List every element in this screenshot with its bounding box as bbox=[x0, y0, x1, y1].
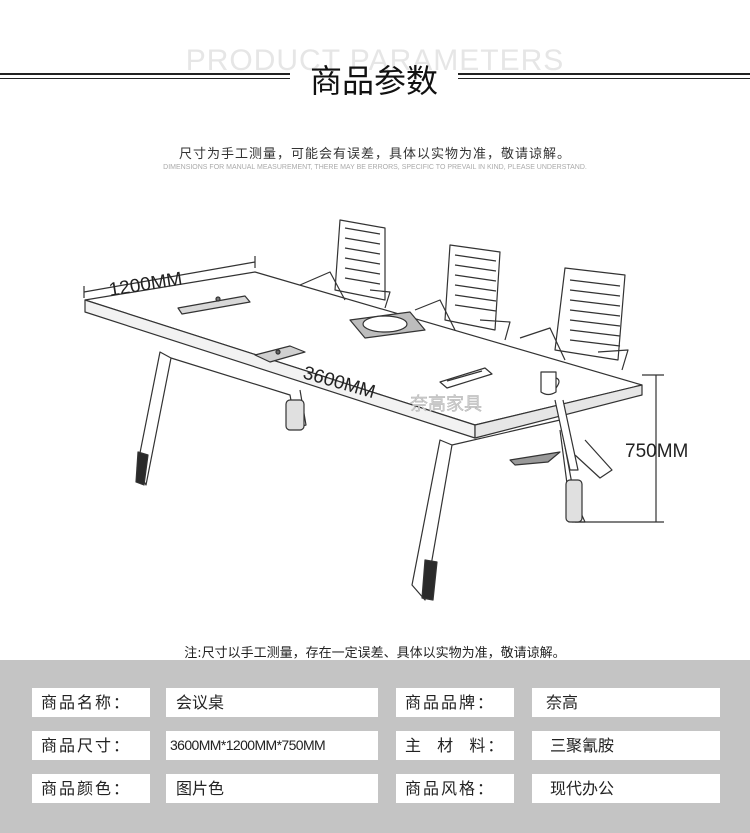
table-leg-front bbox=[411, 419, 586, 601]
section-title: 商品参数 bbox=[309, 62, 438, 100]
tablet-icon bbox=[254, 345, 306, 363]
measurement-note: 注:尺寸以手工测量，存在一定误差、具体以实物为准，敬请谅解。 bbox=[184, 646, 566, 661]
power-socket-icon bbox=[439, 367, 493, 389]
height-dimension-label: 750MM bbox=[625, 441, 688, 462]
brand-watermark: 奈高家具 bbox=[410, 394, 482, 415]
param-value-material: 三聚氰胺 bbox=[532, 731, 720, 760]
cable-box-icon bbox=[349, 311, 426, 339]
table-leg-back bbox=[509, 399, 579, 471]
section-header: PRODUCT PARAMETERS 商品参数 bbox=[0, 40, 750, 110]
office-chair-icon bbox=[299, 219, 391, 309]
office-chair-icon bbox=[519, 267, 629, 479]
param-label-material: 主 材 料： bbox=[396, 731, 514, 760]
product-drawing: 1200MM 3600MM 750MM 奈高家具 bbox=[83, 219, 688, 601]
param-label-brand: 商品品牌： bbox=[396, 688, 514, 717]
table-leg-left bbox=[135, 351, 307, 486]
notice-text-en: DIMENSIONS FOR MANUAL MEASUREMENT, THERE… bbox=[163, 164, 587, 171]
width-dimension-line bbox=[83, 261, 256, 293]
param-value-name: 会议桌 bbox=[166, 688, 378, 717]
param-label-color: 商品颜色： bbox=[32, 774, 150, 803]
mug-icon bbox=[540, 371, 560, 396]
param-label-style: 商品风格： bbox=[396, 774, 514, 803]
header-rule-left bbox=[0, 73, 290, 79]
param-value-size: 3600MM*1200MM*750MM bbox=[166, 731, 378, 760]
header-watermark: PRODUCT PARAMETERS bbox=[185, 44, 565, 77]
office-chair-icon bbox=[414, 244, 511, 341]
param-label-name: 商品名称： bbox=[32, 688, 150, 717]
header-rule-right bbox=[458, 73, 750, 79]
param-label-size: 商品尺寸： bbox=[32, 731, 150, 760]
laptop-icon bbox=[177, 295, 251, 315]
parameter-table: 商品名称： 会议桌 商品品牌： 奈高 商品尺寸： 3600MM*1200MM*7… bbox=[0, 660, 750, 833]
notice-text-cn: 尺寸为手工测量，可能会有误差，具体以实物为准，敬请谅解。 bbox=[178, 147, 571, 162]
param-value-style: 现代办公 bbox=[532, 774, 720, 803]
param-value-color: 图片色 bbox=[166, 774, 378, 803]
param-value-brand: 奈高 bbox=[532, 688, 720, 717]
